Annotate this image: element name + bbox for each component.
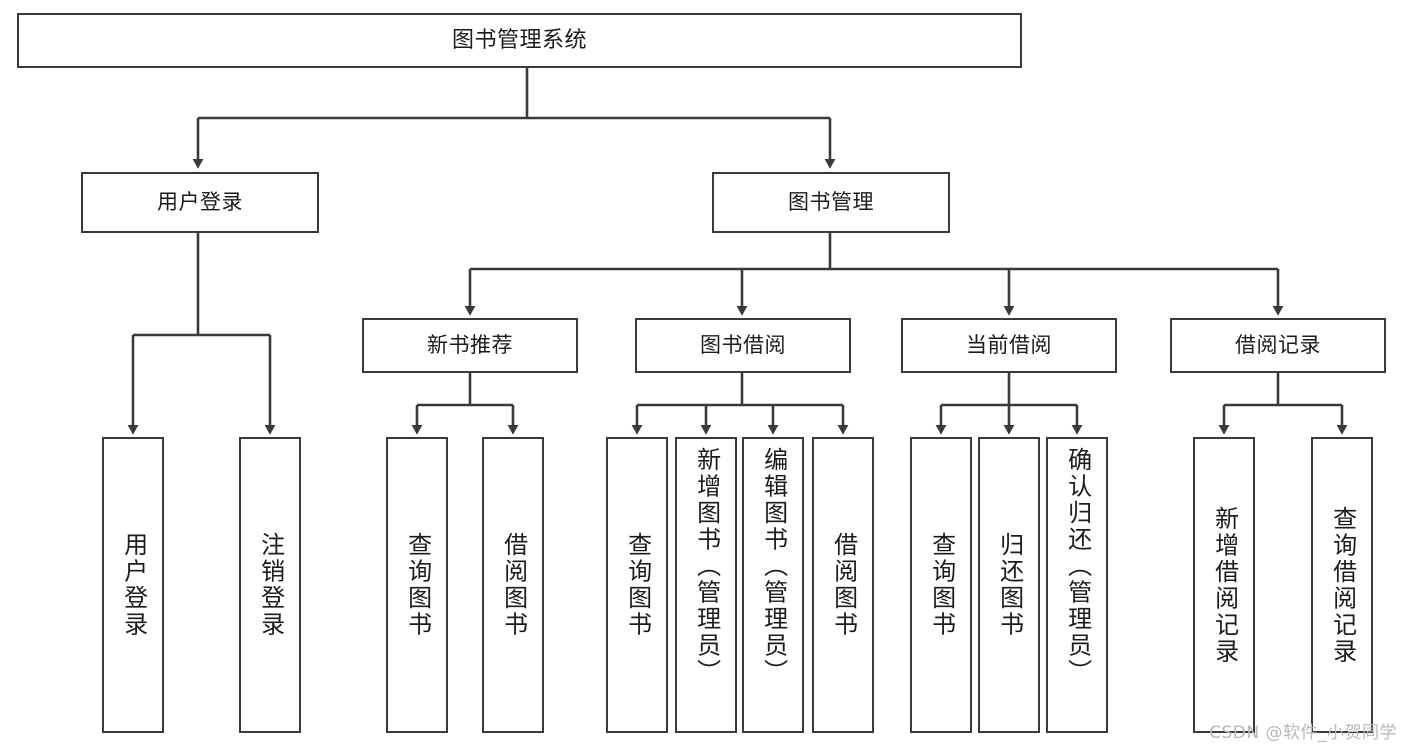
leaf-query-record-label: 查询借阅记录 xyxy=(1328,505,1357,665)
leaf-query-book-1[interactable]: 查询图书 xyxy=(386,437,448,733)
node-root-label: 图书管理系统 xyxy=(451,27,587,53)
leaf-add-record[interactable]: 新增借阅记录 xyxy=(1193,437,1255,733)
node-borrow-record-label: 借阅记录 xyxy=(1235,333,1321,358)
leaf-borrow-book-1[interactable]: 借阅图书 xyxy=(482,437,544,733)
leaf-query-book-3-label: 查询图书 xyxy=(927,532,956,638)
node-user-login[interactable]: 用户登录 xyxy=(81,172,319,233)
node-new-book-rec-label: 新书推荐 xyxy=(427,333,513,358)
leaf-borrow-book-2-label: 借阅图书 xyxy=(829,532,858,638)
leaf-add-record-label: 新增借阅记录 xyxy=(1210,505,1239,665)
leaf-query-record[interactable]: 查询借阅记录 xyxy=(1311,437,1373,733)
leaf-add-book[interactable]: 新增图书（管理员） xyxy=(675,437,737,733)
leaf-confirm-return-label: 确认归还（管理员） xyxy=(1063,447,1092,686)
leaf-confirm-return[interactable]: 确认归还（管理员） xyxy=(1046,437,1108,733)
leaf-add-book-label: 新增图书（管理员） xyxy=(692,447,721,686)
csdn-watermark: CSDN @软件_小贺同学 xyxy=(1209,723,1397,743)
leaf-query-book-3[interactable]: 查询图书 xyxy=(910,437,972,733)
leaf-edit-book-label: 编辑图书（管理员） xyxy=(759,447,788,686)
leaf-return-book-label: 归还图书 xyxy=(995,532,1024,638)
node-book-borrow[interactable]: 图书借阅 xyxy=(635,318,851,373)
node-book-manage-label: 图书管理 xyxy=(788,190,874,215)
leaf-edit-book[interactable]: 编辑图书（管理员） xyxy=(742,437,804,733)
leaf-borrow-book-1-label: 借阅图书 xyxy=(499,532,528,638)
node-current-borrow[interactable]: 当前借阅 xyxy=(901,318,1117,373)
leaf-query-book-2-label: 查询图书 xyxy=(623,532,652,638)
node-user-login-label: 用户登录 xyxy=(157,190,243,215)
leaf-return-book[interactable]: 归还图书 xyxy=(978,437,1040,733)
leaf-logout-login[interactable]: 注销登录 xyxy=(239,437,301,733)
node-book-borrow-label: 图书借阅 xyxy=(700,333,786,358)
node-current-borrow-label: 当前借阅 xyxy=(966,333,1052,358)
node-book-manage[interactable]: 图书管理 xyxy=(712,172,950,233)
leaf-query-book-1-label: 查询图书 xyxy=(403,532,432,638)
node-new-book-rec[interactable]: 新书推荐 xyxy=(362,318,578,373)
leaf-borrow-book-2[interactable]: 借阅图书 xyxy=(812,437,874,733)
node-root[interactable]: 图书管理系统 xyxy=(17,13,1022,68)
leaf-logout-login-label: 注销登录 xyxy=(256,532,285,638)
node-borrow-record[interactable]: 借阅记录 xyxy=(1170,318,1386,373)
leaf-user-login-label: 用户登录 xyxy=(119,532,148,638)
leaf-user-login[interactable]: 用户登录 xyxy=(102,437,164,733)
leaf-query-book-2[interactable]: 查询图书 xyxy=(606,437,668,733)
